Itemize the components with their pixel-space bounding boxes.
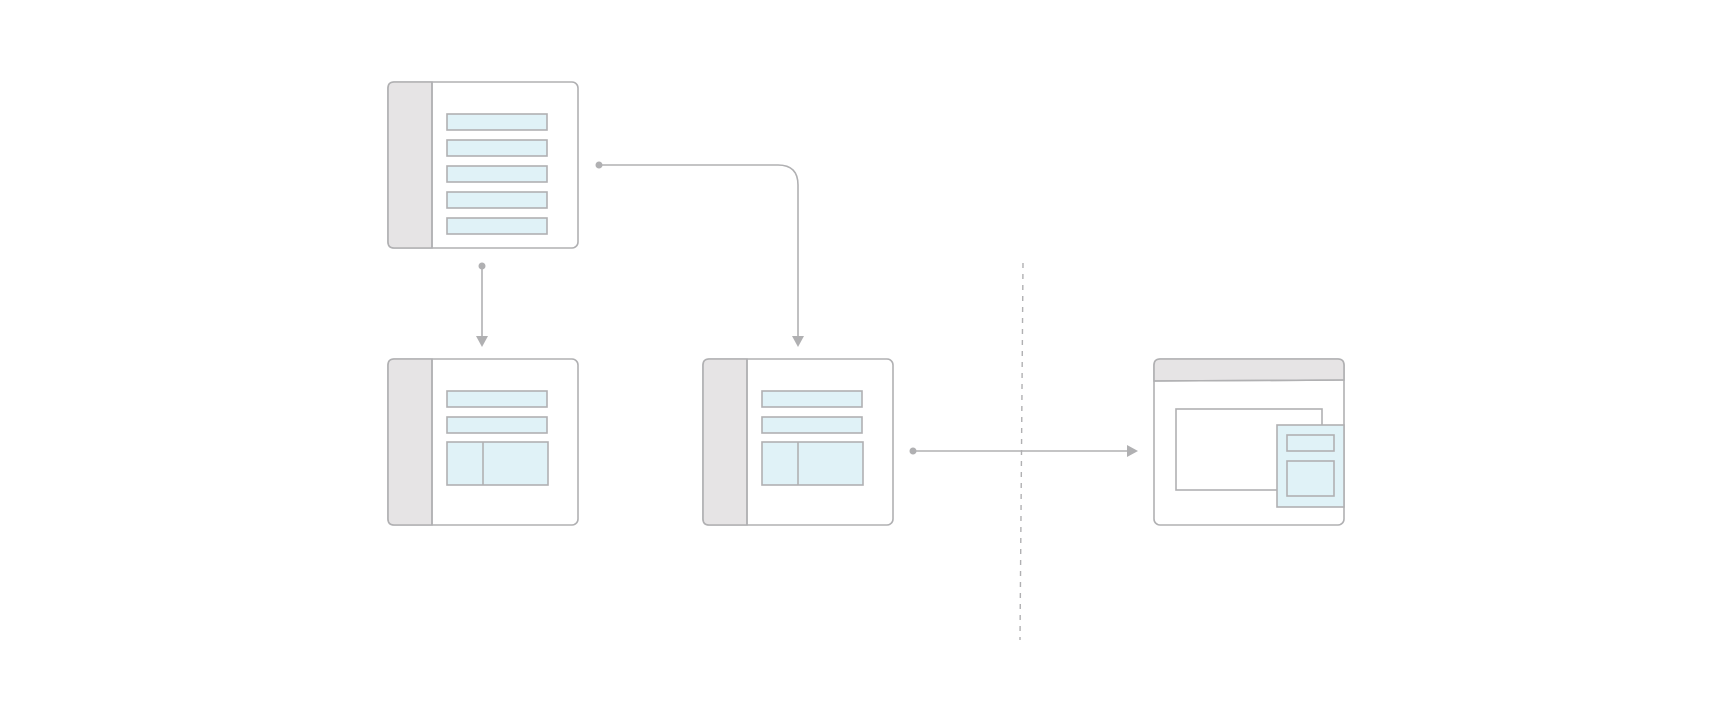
detail-row [446, 416, 548, 434]
arrowhead-down [476, 336, 488, 347]
detail-screen-card [387, 358, 579, 526]
external-window-card [1153, 358, 1345, 526]
sidebar-panel [387, 358, 433, 526]
connector-list-to-detail-a [476, 262, 488, 347]
sidebar-panel [387, 81, 433, 249]
detail-row [446, 390, 548, 408]
detail-grid [761, 441, 864, 486]
boundary-divider [1019, 262, 1024, 641]
window-titlebar [1153, 358, 1345, 382]
connector-list-to-detail-b [595, 161, 804, 347]
arrowhead-right [1127, 445, 1138, 457]
detail-row [761, 390, 863, 408]
sidebar-panel [702, 358, 748, 526]
list-row [446, 217, 548, 235]
list-row [446, 191, 548, 209]
titlebar-divider [1153, 379, 1345, 382]
popover-box [1286, 460, 1335, 497]
detail-screen-card [702, 358, 894, 526]
list-row [446, 139, 548, 157]
detail-row [761, 416, 863, 434]
connector-detail-b-to-window [909, 445, 1138, 457]
popover-row [1286, 434, 1335, 452]
connector-line [599, 164, 799, 336]
arrowhead-down [792, 336, 804, 347]
detail-grid [446, 441, 549, 486]
list-row [446, 165, 548, 183]
list-screen-card [387, 81, 579, 249]
list-row [446, 113, 548, 131]
